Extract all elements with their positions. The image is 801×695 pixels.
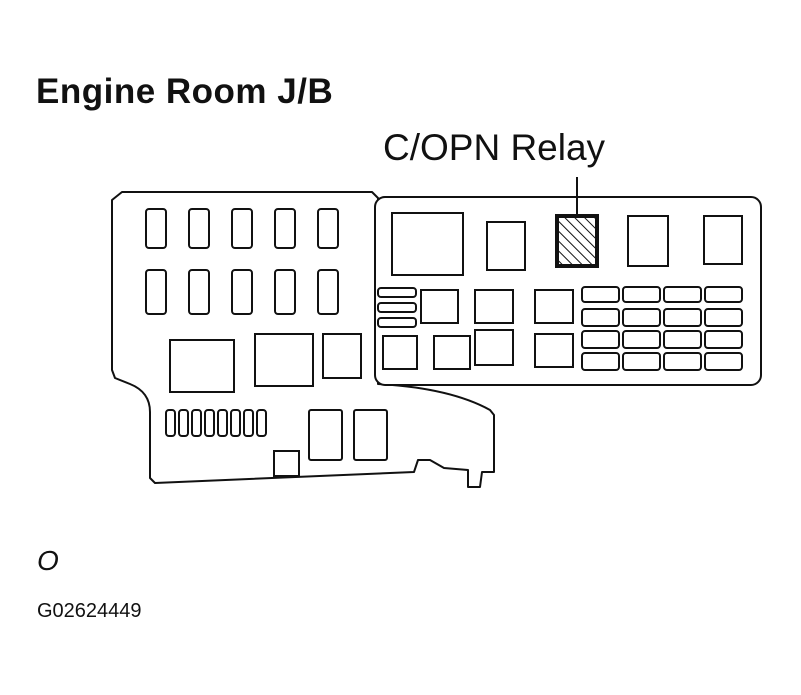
- relay-m1: [420, 289, 459, 324]
- fuse-row-top: [145, 208, 339, 249]
- relay-b2: [433, 335, 471, 370]
- fuse-large-1: [308, 409, 343, 461]
- relay-left-2: [254, 333, 314, 387]
- relay-b3: [474, 329, 514, 366]
- figure-id: G02624449: [37, 600, 142, 622]
- fuse-large-2: [353, 409, 388, 461]
- mini-fuse-strip: [165, 409, 267, 437]
- relay-left-1: [169, 339, 235, 393]
- fuse-grid: [581, 286, 743, 371]
- relay-m2: [474, 289, 514, 324]
- relay-m3: [534, 289, 574, 324]
- relay-b4: [534, 333, 574, 368]
- main-relay-large: [391, 212, 464, 276]
- relay-b1: [382, 335, 418, 370]
- diagram-title: Engine Room J/B: [36, 72, 334, 111]
- relay-r1: [486, 221, 526, 271]
- relay-left-3: [322, 333, 362, 379]
- copn-relay-highlighted: [555, 214, 599, 268]
- small-fuse-stack: [377, 287, 417, 328]
- relay-r3: [627, 215, 669, 267]
- callout-label-copn-relay: C/OPN Relay: [383, 127, 606, 168]
- small-relay-bottom: [273, 450, 300, 477]
- view-letter: O: [37, 545, 59, 576]
- left-housing-outline: [111, 191, 495, 488]
- fuse-row-middle: [145, 269, 339, 315]
- relay-r4: [703, 215, 743, 265]
